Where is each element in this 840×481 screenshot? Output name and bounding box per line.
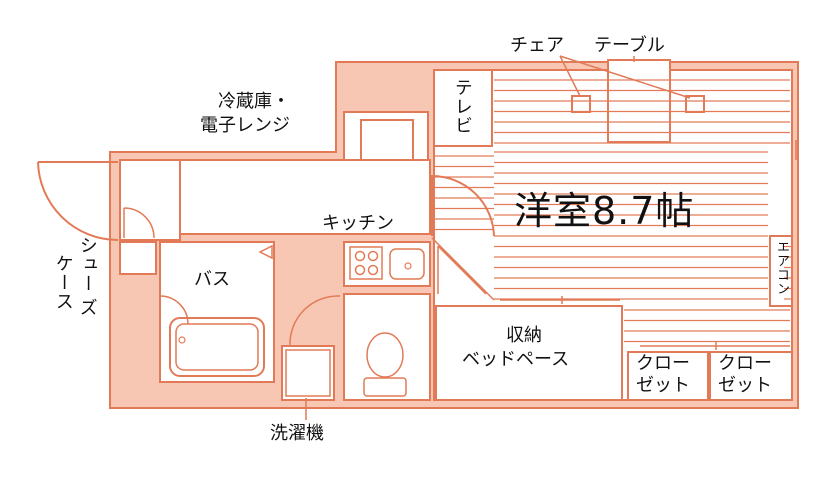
room-door-line (431, 237, 495, 301)
shoe-case-label-col2: ケース (52, 254, 74, 311)
room-name-label: 洋室8.7帖 (514, 189, 695, 233)
tv-label: テレビ (451, 78, 473, 135)
room-areas (119, 59, 793, 401)
storage-label-line1: 収納 (506, 325, 542, 346)
room-door-swing (431, 174, 495, 237)
stove (349, 246, 383, 280)
closet-1-label-line2: ゼット (636, 375, 690, 396)
closet-2-label-line1: クロー (718, 353, 772, 374)
closet-divider-marks (500, 140, 797, 350)
closet-2 (709, 351, 793, 401)
bath-label: バス (194, 269, 230, 290)
entry-door-swing (37, 161, 119, 241)
sink-drain (404, 262, 412, 270)
closet-1-label-line1: クロー (636, 353, 690, 374)
fridge-label-line2: 電子レンジ (200, 115, 290, 136)
chair-leader-lines (559, 55, 691, 99)
sink (389, 248, 425, 280)
burner-3 (354, 264, 366, 276)
chair-1 (571, 95, 591, 113)
toilet-tank (363, 377, 407, 397)
burner-4 (367, 264, 379, 276)
fridge-label-line1: 冷蔵庫・ (218, 91, 290, 112)
shoe-case-label-col1: シュー (76, 236, 98, 293)
kitchen-label: キッチン (322, 213, 394, 234)
washer-label: 洗濯機 (270, 423, 324, 444)
tv-niche (433, 69, 493, 147)
bath-vent-mark (258, 244, 273, 260)
burner-2 (367, 250, 379, 262)
shoe-case (119, 241, 157, 275)
bathtub-inner (175, 323, 259, 371)
table-label: テーブル (594, 35, 665, 56)
chair-label: チェア (510, 35, 564, 56)
shoe-door-swing (123, 207, 155, 239)
closet-1 (627, 351, 709, 401)
storage-label-line2: ベッドペース (462, 349, 570, 370)
closet-2-label-line2: ゼット (718, 375, 772, 396)
aircon-label: エアコン (773, 240, 789, 296)
shoe-case-label-col3: ズ (76, 298, 98, 317)
burner-1 (354, 250, 366, 262)
door-swings (37, 55, 797, 420)
washer-box (285, 349, 331, 397)
washer-door-swing (289, 295, 341, 347)
flooring-lines (434, 79, 792, 343)
bathtub (169, 317, 265, 377)
storage-bed-space (435, 305, 623, 401)
bath-door-swing (159, 295, 189, 325)
entry-floor (119, 159, 181, 241)
bathtub-drain (178, 336, 186, 344)
chair-2 (685, 95, 705, 113)
toilet-bowl (366, 332, 404, 378)
